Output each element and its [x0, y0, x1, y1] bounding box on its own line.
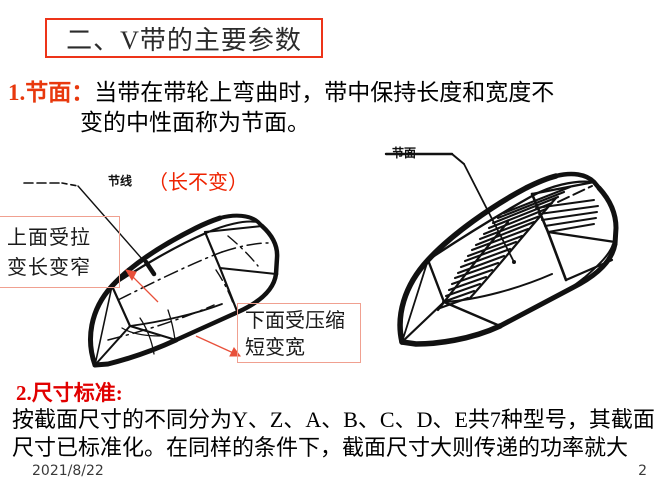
section-2-lead: 2.尺寸标准:	[16, 381, 123, 405]
section-2-paragraph: 2.尺寸标准: 按截面尺寸的不同分为Y、Z、A、B、C、D、E共7种型号，其截面…	[12, 380, 666, 462]
section-2-line-1: 按截面尺寸的不同分为Y、Z、A、B、C、D、E共7种型号，其截面	[12, 407, 655, 432]
label-jiemian: 节面	[392, 146, 417, 160]
vbelt-left-drawing	[23, 182, 280, 368]
figure-left-vbelt-bending: 节线 （长不变）	[0, 150, 380, 375]
label-jiexian: 节线	[108, 174, 133, 188]
callout-upper-line-1: 上面受拉	[7, 227, 91, 249]
section-1-line-1-text: 当带在带轮上弯曲时，带中保持长度和宽度不	[94, 80, 555, 105]
section-1-paragraph: 1.节面：当带在带轮上弯曲时，带中保持长度和宽度不 变的中性面称为节面。	[8, 78, 658, 138]
section-2-line-2: 尺寸已标准化。在同样的条件下，截面尺寸大则传递的功率就大	[12, 435, 629, 460]
label-chang-bu-bian: （长不变）	[148, 172, 248, 194]
footer-date: 2021/8/22	[32, 463, 104, 479]
figure-right-vbelt-pitch-plane: 节面	[380, 130, 667, 375]
callout-lower-line-2: 短变宽	[245, 337, 305, 359]
slide-title-box: 二、V带的主要参数	[45, 18, 323, 58]
callout-upper-line-2: 变长变窄	[7, 257, 91, 279]
callout-lower-compression: 下面受压缩 短变宽	[237, 303, 361, 363]
callout-upper-tension: 上面受拉 变长变窄	[0, 216, 120, 288]
page-title: 二、V带的主要参数	[66, 25, 302, 55]
footer-page-number: 2	[638, 463, 647, 479]
vbelt-right-drawing	[384, 152, 619, 347]
callout-lower-line-1: 下面受压缩	[245, 310, 345, 332]
section-1-line-2: 变的中性面称为节面。	[80, 110, 310, 135]
section-1-line-1: 1.节面：当带在带轮上弯曲时，带中保持长度和宽度不	[8, 78, 658, 108]
section-1-lead: 1.节面：	[8, 80, 95, 105]
